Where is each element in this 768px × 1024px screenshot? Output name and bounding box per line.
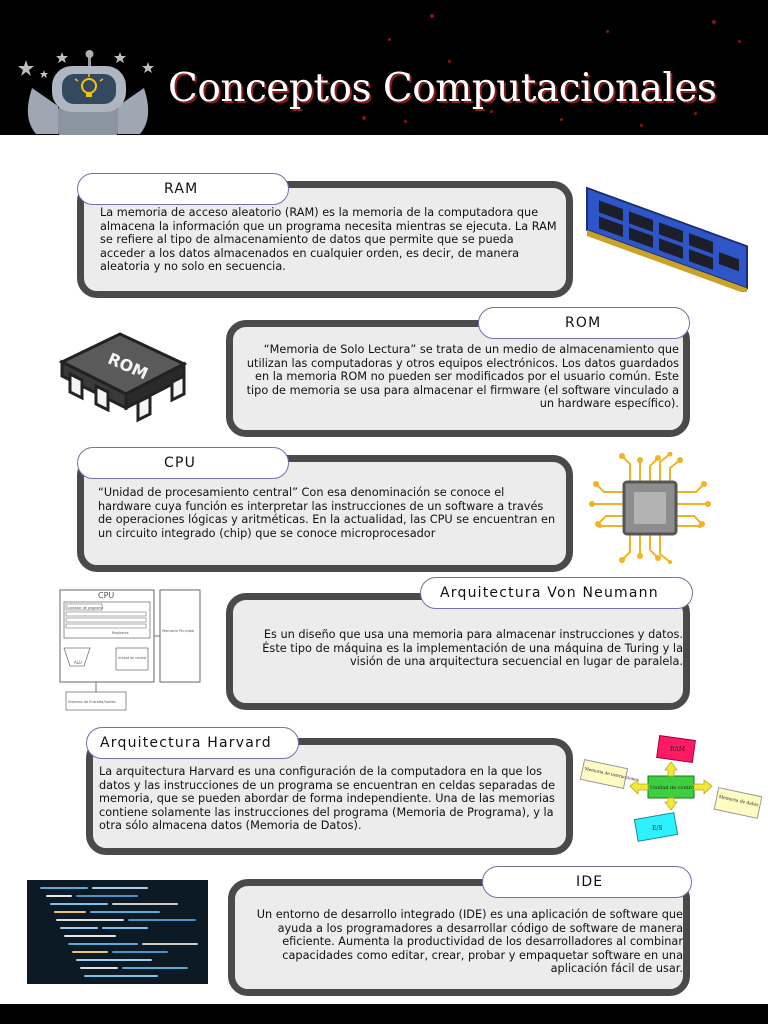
ram-description: La memoria de acceso aleatorio (RAM) es … xyxy=(100,206,557,273)
vn-main-memory-text: Memoria Principal xyxy=(162,629,194,633)
card-rom: “Memoria de Solo Lectura” se trata de un… xyxy=(226,320,690,437)
card-von-neumann: Es un diseño que usa una memoria para al… xyxy=(226,593,690,710)
ide-label: IDE xyxy=(482,866,692,898)
harvard-control-unit-text: Unidad de control xyxy=(650,785,696,791)
page-title: Conceptos Computacionales xyxy=(168,66,717,111)
ide-description: Un entorno de desarrollo integrado (IDE)… xyxy=(256,908,683,975)
header-banner: Conceptos Computacionales xyxy=(0,0,768,135)
card-ide: Un entorno de desarrollo integrado (IDE)… xyxy=(228,879,690,996)
vn-control-unit-text: Unidad de control xyxy=(118,656,146,660)
bottom-bar xyxy=(0,1004,768,1024)
code-editor-image xyxy=(27,880,208,984)
star-dot xyxy=(738,40,741,43)
robot-lightbulb-icon xyxy=(18,50,154,135)
star-dot xyxy=(712,20,716,24)
star-dot xyxy=(362,116,366,120)
star-dot xyxy=(430,14,434,18)
harvard-label: Arquitectura Harvard xyxy=(86,727,299,759)
vn-alu-text: ALU xyxy=(74,660,82,665)
vn-cpu-text: CPU xyxy=(98,591,114,600)
cpu-description: “Unidad de procesamiento central” Con es… xyxy=(98,486,556,540)
star-dot xyxy=(560,118,563,121)
ram-module-image xyxy=(586,186,748,292)
star-dot xyxy=(490,110,493,113)
star-dot xyxy=(388,38,391,41)
vn-registers-text: Registros xyxy=(112,631,129,635)
harvard-ram-text: RAM xyxy=(670,746,685,753)
cpu-chip-image xyxy=(589,452,711,564)
harvard-diagram: Unidad de control RAM Memoria de instruc… xyxy=(579,735,763,842)
ram-label: RAM xyxy=(77,173,289,205)
von-neumann-diagram: CPU Contador de programa Registros ALU U… xyxy=(59,589,201,711)
star-dot xyxy=(448,60,451,63)
harvard-description: La arquitectura Harvard es una configura… xyxy=(99,765,556,832)
vn-program-counter-text: Contador de programa xyxy=(67,606,103,610)
cpu-label: CPU xyxy=(77,447,289,479)
vn-io-text: Sistema de Entrada/Salida xyxy=(68,700,116,704)
rom-description: “Memoria de Solo Lectura” se trata de un… xyxy=(246,343,679,410)
star-dot xyxy=(606,30,609,33)
star-dot xyxy=(640,124,643,127)
star-dot xyxy=(694,112,697,115)
von-neumann-description: Es un diseño que usa una memoria para al… xyxy=(262,628,683,668)
von-neumann-label: Arquitectura Von Neumann xyxy=(420,577,693,609)
star-dot xyxy=(404,120,407,123)
rom-chip-image: ROM xyxy=(58,332,188,423)
rom-label: ROM xyxy=(478,307,690,339)
harvard-es-text: E/S xyxy=(652,825,663,832)
